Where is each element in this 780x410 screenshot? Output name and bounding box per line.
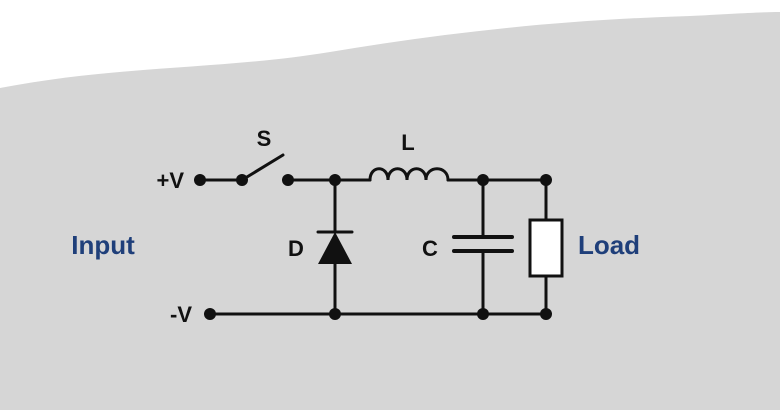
terminal-plus-v (194, 174, 206, 186)
terminal-minus-v (204, 308, 216, 320)
label-capacitor: C (422, 236, 438, 261)
junction-capacitor-bottom (477, 308, 489, 320)
inductor-symbol (368, 167, 450, 182)
label-input: Input (71, 230, 135, 260)
label-plus-v: +V (156, 168, 184, 193)
nodes (194, 174, 552, 320)
label-switch: S (257, 126, 272, 151)
label-diode: D (288, 236, 304, 261)
diode-symbol (316, 230, 354, 264)
junction-load-bottom (540, 308, 552, 320)
label-inductor: L (401, 130, 414, 155)
diode-triangle (318, 232, 352, 264)
label-load: Load (578, 230, 640, 260)
switch-symbol (236, 153, 294, 186)
switch-contact-right (282, 174, 294, 186)
junction-diode-top (329, 174, 341, 186)
junction-capacitor-top (477, 174, 489, 186)
load-resistor-symbol (528, 218, 564, 278)
capacitor-symbol (452, 235, 514, 253)
wires (198, 178, 548, 316)
junction-load-top (540, 174, 552, 186)
label-minus-v: -V (170, 302, 192, 327)
background-panel (0, 12, 780, 410)
junction-diode-bottom (329, 308, 341, 320)
switch-blade (240, 153, 285, 182)
